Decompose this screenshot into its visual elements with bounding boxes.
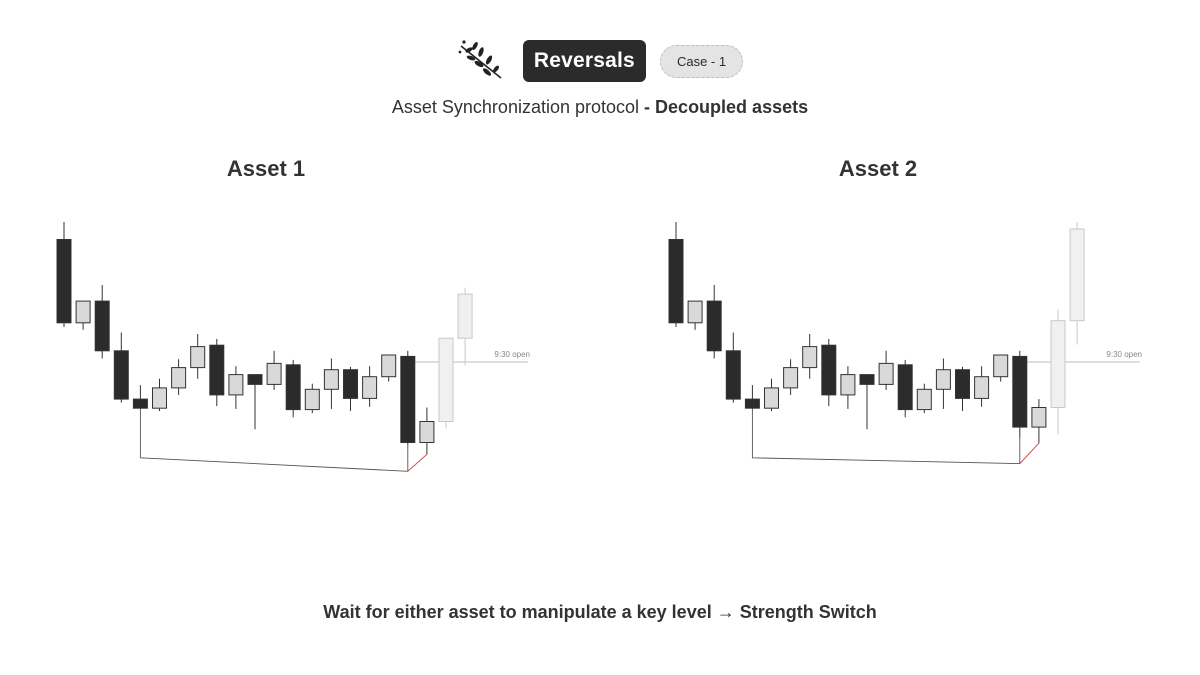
candle-body	[381, 354, 397, 378]
candle-body	[343, 369, 358, 399]
candle-body	[897, 364, 913, 411]
candle-body	[190, 346, 206, 369]
candle-body	[400, 355, 416, 443]
candle-body	[438, 337, 454, 423]
chart-title-asset-2: Asset 2	[838, 156, 918, 181]
subtitle-prefix: Asset Synchronization protocol	[391, 97, 640, 117]
candle-body	[266, 362, 282, 385]
candle-body	[916, 388, 932, 411]
candle-body	[878, 362, 894, 385]
candle-body	[228, 374, 244, 396]
candle-body	[744, 398, 760, 409]
candle-body	[362, 376, 378, 399]
key-level-line	[139, 401, 408, 472]
open-level-label: 9:30 open	[1106, 350, 1142, 359]
candle-body	[247, 374, 263, 385]
candle-body	[764, 387, 779, 409]
candle-body	[1069, 228, 1085, 322]
candle-body	[993, 354, 1009, 378]
candle-body	[706, 300, 722, 352]
key-level-line	[751, 401, 1020, 465]
candle-body	[935, 369, 951, 390]
sweep-line	[1019, 442, 1040, 464]
candle-body	[457, 293, 473, 339]
candle-body	[113, 350, 129, 400]
header: Reversals Case - 1	[0, 38, 1200, 84]
candle-body	[285, 364, 301, 411]
candle-body	[955, 369, 970, 399]
brand-badge: Reversals	[522, 40, 646, 82]
candle-body	[152, 387, 167, 409]
candle-body	[687, 300, 703, 324]
subtitle-bold: - Decoupled assets	[644, 97, 809, 117]
open-level-label: 9:30 open	[494, 350, 530, 359]
candle-body	[859, 374, 875, 385]
candle-body	[132, 398, 148, 409]
candle-body	[419, 421, 435, 443]
candle-body	[56, 239, 72, 324]
candle-body	[783, 367, 799, 389]
case-badge: Case - 1	[659, 44, 744, 78]
leaf-branch-icon	[458, 40, 502, 79]
page-subtitle: Asset Synchronization protocol - Decoupl…	[0, 97, 1200, 118]
sweep-line	[407, 454, 428, 472]
page-caption: Wait for either asset to manipulate a ke…	[323, 602, 877, 622]
candle-body	[209, 344, 225, 396]
candle-body	[668, 239, 684, 324]
candle-body	[323, 369, 339, 390]
candle-body	[94, 300, 110, 352]
candle-body	[802, 346, 818, 369]
candle-body	[304, 388, 320, 411]
chart-title-asset-1: Asset 1	[226, 156, 306, 181]
candle-body	[1050, 320, 1066, 409]
candle-body	[75, 300, 91, 324]
candle-body	[974, 376, 990, 399]
candle-body	[840, 374, 856, 396]
candle-body	[725, 350, 741, 400]
candle-body	[1012, 355, 1028, 428]
candle-body	[1031, 407, 1047, 428]
candle-body	[821, 344, 837, 396]
candle-body	[171, 367, 187, 389]
